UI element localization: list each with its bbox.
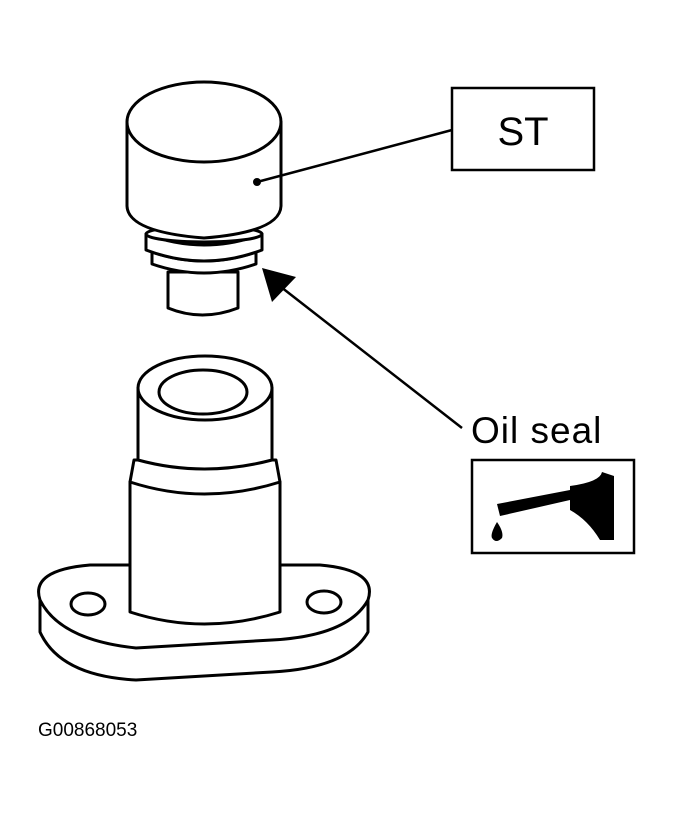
leader-lines <box>256 128 463 429</box>
figure-id: G00868053 <box>38 720 137 741</box>
st-callout-box <box>450 86 596 172</box>
seal-housing-icon <box>37 354 371 682</box>
oil-seal-label: Oil seal <box>471 410 602 451</box>
oil-seal-leader-line <box>280 286 463 429</box>
oil-can-icon <box>470 458 636 555</box>
oil-seal-arrowhead <box>262 268 296 302</box>
st-leader-line <box>256 128 453 184</box>
st-label: ST <box>497 110 548 154</box>
st-callout: ST <box>450 86 596 172</box>
special-tool-icon <box>125 80 283 317</box>
